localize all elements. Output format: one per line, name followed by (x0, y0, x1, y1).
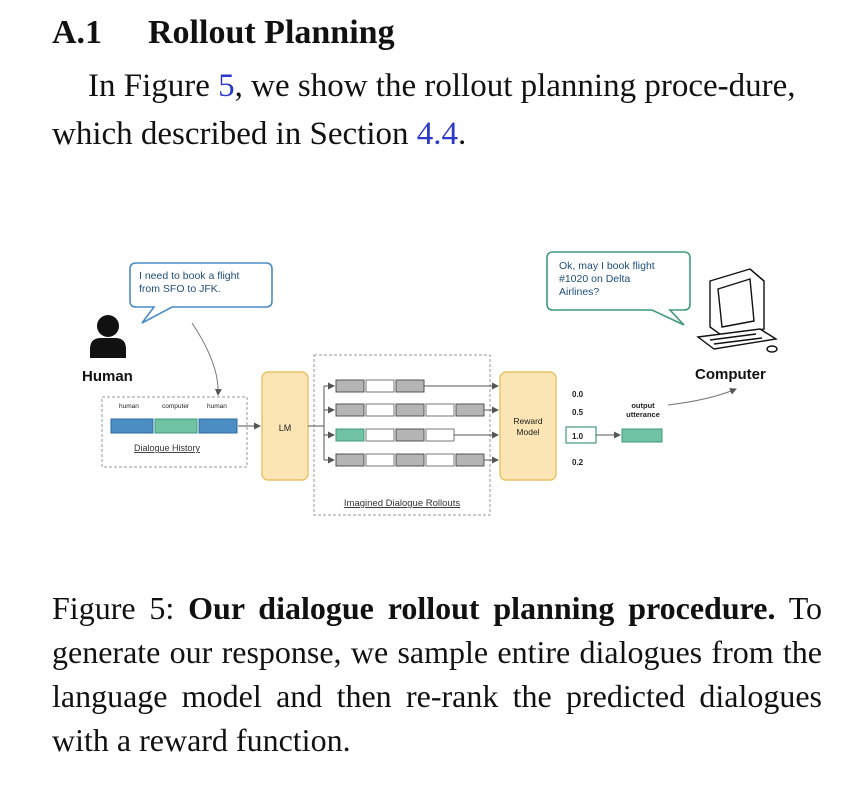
person-icon (90, 315, 126, 358)
computer-icon (696, 268, 778, 353)
intro-paragraph: In Figure 5, we show the rollout plannin… (52, 62, 822, 158)
caption-bold: Our dialogue rollout planning procedure. (188, 590, 776, 626)
intro-text-1: In Figure (88, 68, 219, 104)
score-2: 0.5 (572, 408, 584, 417)
score-1: 0.0 (572, 390, 584, 399)
computer-bubble-line-2: #1020 on Delta (559, 273, 630, 285)
rollout-diagram: I need to book a flight from SFO to JFK.… (82, 251, 778, 516)
section-title: Rollout Planning (148, 14, 395, 51)
human-bubble-line-1: I need to book a flight (139, 270, 239, 282)
section-link[interactable]: 4.4 (416, 116, 458, 152)
section-number: A.1 (52, 14, 103, 51)
rollouts-label: Imagined Dialogue Rollouts (344, 498, 460, 509)
dialogue-history: human computer human Dialogue History (101, 396, 248, 468)
computer-bubble-line-3: Airlines? (559, 286, 599, 298)
speaker-label-human-1: human (119, 403, 139, 410)
score-3: 1.0 (572, 432, 584, 441)
figure-link[interactable]: 5 (218, 68, 235, 104)
output-label-line-2: utterance (626, 410, 660, 419)
output-label-line-1: output (631, 401, 655, 410)
score-4: 0.2 (572, 458, 584, 467)
speaker-label-human-2: human (207, 403, 227, 410)
human-speech-bubble: I need to book a flight from SFO to JFK. (129, 262, 273, 324)
speaker-label-computer: computer (162, 403, 190, 410)
computer-label: Computer (695, 366, 766, 383)
section-heading: A.1 Rollout Planning (52, 14, 395, 52)
dialogue-history-label: Dialogue History (134, 443, 201, 453)
computer-bubble-line-1: Ok, may I book flight (559, 260, 655, 272)
intro-text-2: , we show the rollout planning proce-dur… (52, 68, 796, 152)
lm-label: LM (279, 423, 292, 433)
reward-model-box: Reward Model (499, 371, 557, 481)
intro-text-3: . (458, 116, 467, 152)
figure-caption: Figure 5: Our dialogue rollout planning … (52, 586, 822, 762)
rollout-figure: I need to book a flight from SFO to JFK.… (70, 225, 790, 555)
computer-speech-bubble: Ok, may I book flight #1020 on Delta Air… (546, 251, 691, 326)
output-utterance-block (621, 428, 663, 443)
lm-box: LM (261, 371, 309, 481)
human-label: Human (82, 368, 133, 385)
reward-label-line-1: Reward (513, 416, 543, 426)
imagined-rollouts: Imagined Dialogue Rollouts (308, 354, 499, 516)
caption-prefix: Figure 5: (52, 590, 189, 626)
caption-text: To generate our response, we sample enti… (52, 590, 823, 758)
human-bubble-line-2: from SFO to JFK. (139, 283, 221, 295)
reward-label-line-2: Model (516, 427, 539, 437)
